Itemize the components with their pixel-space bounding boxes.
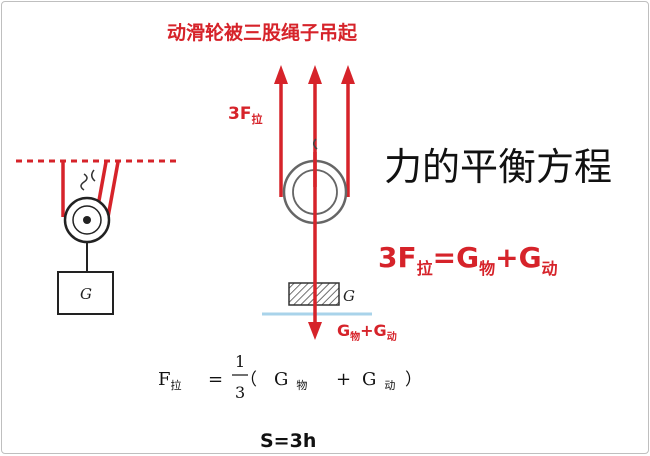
distance-relation: S=3h <box>260 430 316 452</box>
arrowhead-up-icon <box>274 65 288 84</box>
hook-icon <box>91 169 96 182</box>
formula-paren-close: ） <box>405 370 422 390</box>
weight-label: G <box>343 287 355 305</box>
formula-lhs: F拉 <box>158 369 182 392</box>
hook-icon <box>80 173 88 191</box>
arrowhead-down-icon <box>308 322 322 340</box>
right-rope-2 <box>106 161 120 218</box>
arrowhead-up-icon <box>341 65 355 84</box>
pulley-axle <box>83 216 91 224</box>
title: 动滑轮被三股绳子吊起 <box>167 21 358 44</box>
load-label: G <box>80 285 92 303</box>
heading: 力的平衡方程 <box>384 145 612 189</box>
pulley-inner <box>72 205 102 235</box>
force-label: 3F拉 <box>228 104 262 126</box>
arrowhead-up-icon <box>308 65 322 84</box>
center-pulley-diagram: G <box>262 65 372 340</box>
fraction-numerator: 1 <box>235 352 245 371</box>
formula-equals: = <box>208 369 223 390</box>
formula-plus: + <box>336 369 351 390</box>
balance-equation: 3F拉=G物+G动 <box>378 241 558 278</box>
left-pulley-diagram: G <box>16 159 178 315</box>
hook-icon <box>312 138 318 150</box>
fraction-denominator: 3 <box>235 383 245 402</box>
load-sum-label: G物+G动 <box>337 321 397 343</box>
load-block <box>57 271 114 315</box>
formula-paren-open: （ <box>240 370 257 390</box>
